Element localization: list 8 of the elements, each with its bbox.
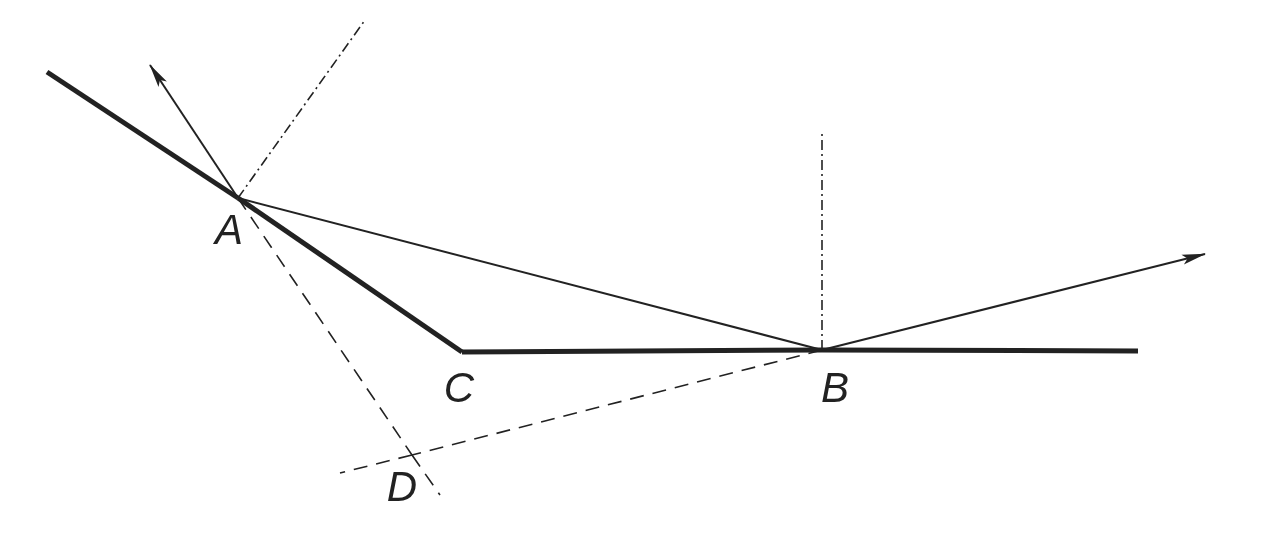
dashed-line	[237, 197, 413, 456]
point-label: A	[211, 198, 247, 248]
point-label: B	[817, 350, 853, 406]
ray-arrow	[149, 64, 239, 199]
mirror-line	[462, 347, 822, 355]
mirror-line	[236, 195, 464, 355]
point-label: D	[384, 455, 420, 505]
point-label: C	[441, 352, 477, 406]
